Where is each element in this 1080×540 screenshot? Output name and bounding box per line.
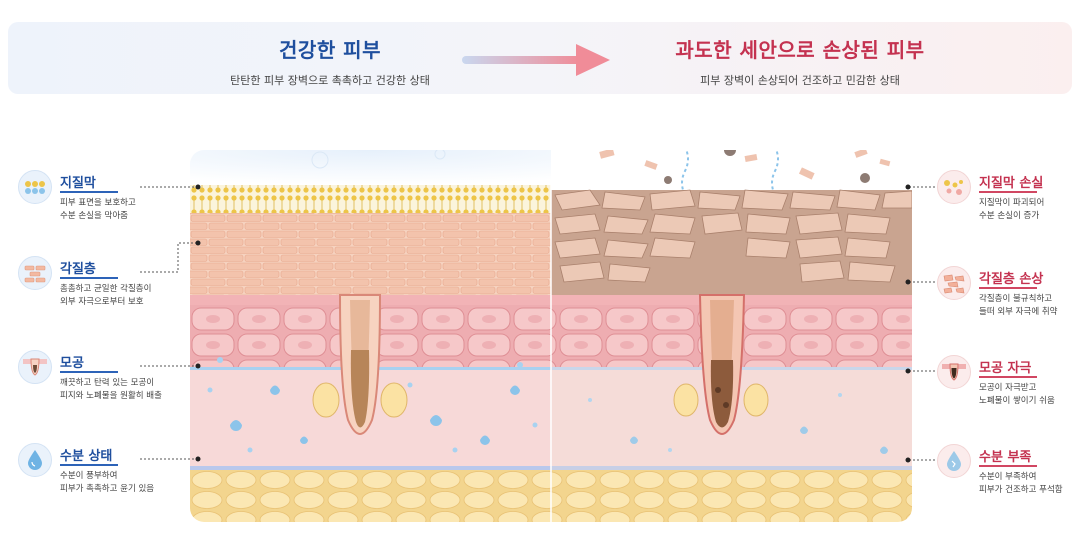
healthy-subtitle: 탄탄한 피부 장벽으로 촉촉하고 건강한 상태 <box>230 74 430 87</box>
label-underline <box>979 465 1037 467</box>
label-underline <box>979 376 1037 378</box>
label-underline <box>60 191 118 193</box>
label-title: 지질막 <box>60 176 96 191</box>
label-underline <box>979 191 1037 193</box>
water-drop-icon <box>18 443 52 477</box>
dry-drop-icon <box>937 444 971 478</box>
label-title: 각질층 손상 <box>979 272 1044 287</box>
label-title: 각질층 <box>60 262 96 277</box>
label-underline <box>60 277 118 279</box>
label-title: 지질막 손실 <box>979 176 1044 191</box>
label-underline <box>979 287 1037 289</box>
label-underline <box>60 464 118 466</box>
broken-lipid-icon <box>937 170 971 204</box>
label-title: 수분 상태 <box>60 449 113 464</box>
healthy-title: 건강한 피부 <box>279 38 381 62</box>
damaged-header: 과도한 세안으로 손상된 피부 피부 장벽이 손상되어 건조하고 민감한 상태 <box>630 34 970 88</box>
brick-icon <box>18 256 52 290</box>
pore-icon <box>18 350 52 384</box>
damaged-subtitle: 피부 장벽이 손상되어 건조하고 민감한 상태 <box>700 74 900 87</box>
healthy-header: 건강한 피부 탄탄한 피부 장벽으로 촉촉하고 건강한 상태 <box>170 34 490 88</box>
transition-arrow-icon <box>462 44 610 76</box>
damaged-title: 과도한 세안으로 손상된 피부 <box>675 38 925 62</box>
skin-cross-section <box>190 150 912 522</box>
label-underline <box>60 371 118 373</box>
label-title: 모공 자극 <box>979 361 1032 376</box>
lipid-dots-icon <box>18 170 52 204</box>
clogged-pore-icon <box>937 355 971 389</box>
label-title: 모공 <box>60 356 84 371</box>
label-title: 수분 부족 <box>979 450 1032 465</box>
cracked-brick-icon <box>937 266 971 300</box>
